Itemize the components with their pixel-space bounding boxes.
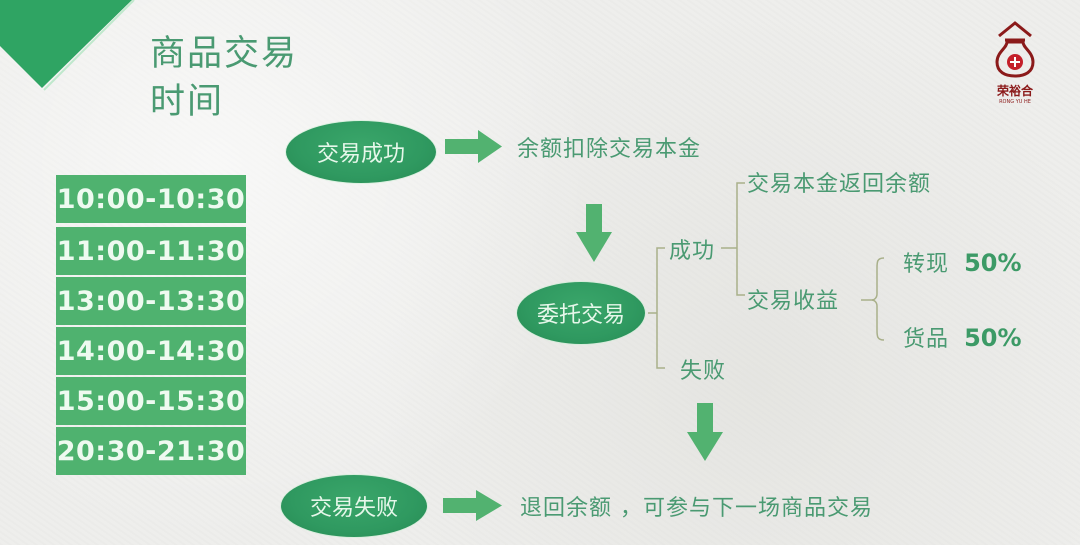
success-result-text: 余额扣除交易本金 xyxy=(517,137,702,162)
logo-vase-icon xyxy=(995,21,1035,78)
node-fail: 交易失败 xyxy=(281,475,427,537)
node-entrust: 委托交易 xyxy=(517,282,645,344)
corner-triangle-decoration xyxy=(0,0,135,91)
time-slot: 10:00-10:30 xyxy=(56,175,246,223)
cash-label: 转现 xyxy=(903,252,950,277)
cash-row: 转现 50% xyxy=(903,246,1022,278)
arrow-right-icon xyxy=(443,490,502,521)
logo-subtitle: RONG YU HE xyxy=(999,99,1031,105)
time-slot: 20:30-21:30 xyxy=(56,427,246,475)
time-slot: 15:00-15:30 xyxy=(56,377,246,425)
bracket-entrust xyxy=(648,247,665,369)
title-line-2: 时间 xyxy=(150,82,225,122)
profit-label: 交易收益 xyxy=(747,289,840,314)
brand-logo: 荣裕合 RONG YU HE xyxy=(985,18,1045,105)
time-slot: 13:00-13:30 xyxy=(56,277,246,325)
arrow-right-icon xyxy=(445,130,502,163)
title-line-1: 商品交易 xyxy=(150,34,299,74)
branch-success-label: 成功 xyxy=(669,239,716,264)
bracket-success xyxy=(721,182,745,296)
arrow-down-icon xyxy=(687,403,723,461)
bracket-profit xyxy=(861,257,885,341)
time-slot: 11:00-11:30 xyxy=(56,227,246,275)
logo-name: 荣裕合 xyxy=(996,84,1033,98)
goods-percent: 50% xyxy=(964,324,1022,352)
time-slot-list: 10:00-10:30 11:00-11:30 13:00-13:30 14:0… xyxy=(56,175,246,477)
fail-result-text: 退回余额 ，可参与下一场商品交易 xyxy=(520,496,873,521)
principal-return-text: 交易本金返回余额 xyxy=(747,172,932,197)
cash-percent: 50% xyxy=(964,249,1022,277)
goods-row: 货品 50% xyxy=(903,321,1022,353)
branch-fail-label: 失败 xyxy=(680,359,727,384)
page-title: 商品交易 时间 xyxy=(150,30,298,126)
arrow-down-icon xyxy=(576,204,612,262)
node-success: 交易成功 xyxy=(286,121,436,183)
time-slot: 14:00-14:30 xyxy=(56,327,246,375)
goods-label: 货品 xyxy=(903,327,950,352)
